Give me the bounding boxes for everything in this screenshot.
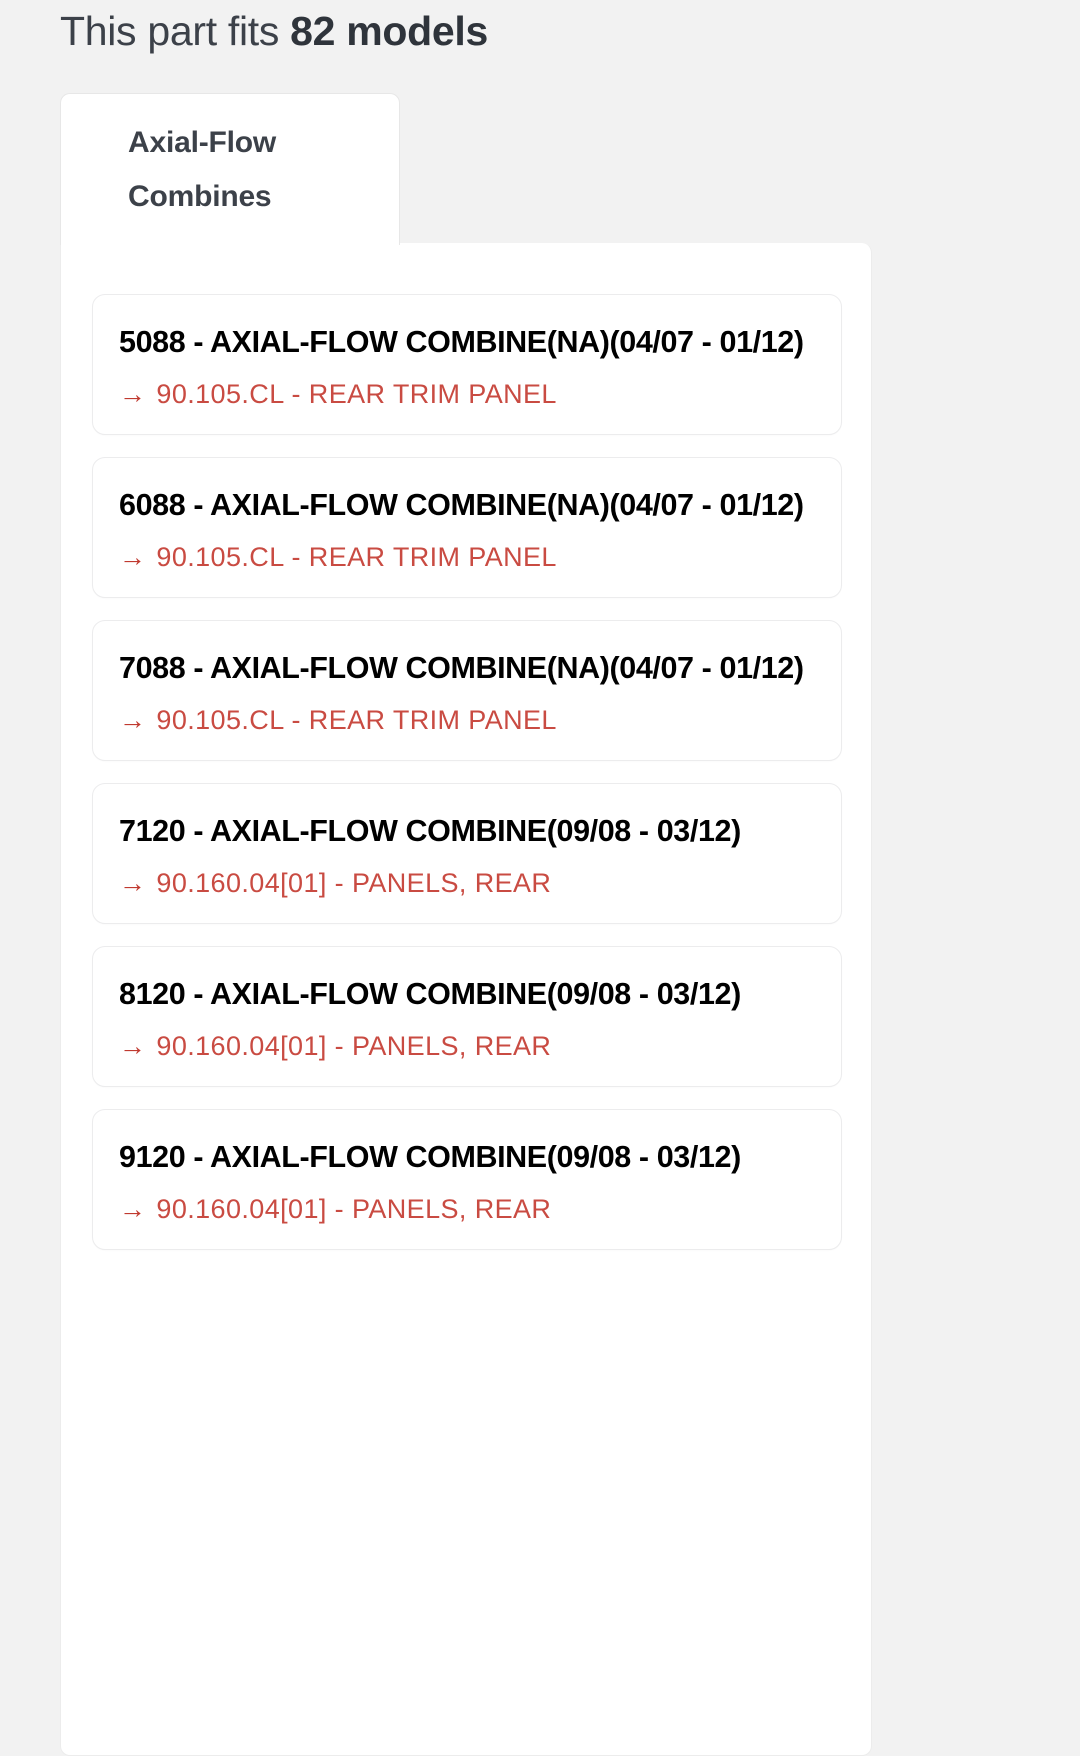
arrow-right-icon: → — [119, 1194, 147, 1224]
model-card[interactable]: 6088 - AXIAL-FLOW COMBINE(NA)(04/07 - 01… — [92, 457, 842, 598]
model-reference-link[interactable]: → 90.160.04[01] - PANELS, REAR — [119, 865, 815, 901]
model-reference-label: 90.160.04[01] - PANELS, REAR — [156, 1194, 552, 1224]
model-reference-link[interactable]: → 90.160.04[01] - PANELS, REAR — [119, 1028, 815, 1064]
tab-axial-flow-combines[interactable]: Axial-Flow Combines — [60, 93, 400, 245]
tab-label: Axial-Flow Combines — [128, 125, 277, 213]
model-card[interactable]: 5088 - AXIAL-FLOW COMBINE(NA)(04/07 - 01… — [92, 294, 842, 435]
model-title: 9120 - AXIAL-FLOW COMBINE(09/08 - 03/12) — [119, 1140, 741, 1174]
arrow-right-icon: → — [119, 1031, 147, 1061]
model-title: 8120 - AXIAL-FLOW COMBINE(09/08 - 03/12) — [119, 977, 741, 1011]
arrow-right-icon: → — [119, 705, 147, 735]
model-reference-link[interactable]: → 90.105.CL - REAR TRIM PANEL — [119, 376, 815, 412]
model-title: 7088 - AXIAL-FLOW COMBINE(NA)(04/07 - 01… — [119, 651, 804, 685]
arrow-right-icon: → — [119, 542, 147, 572]
model-reference-link[interactable]: → 90.160.04[01] - PANELS, REAR — [119, 1191, 815, 1227]
model-card[interactable]: 9120 - AXIAL-FLOW COMBINE(09/08 - 03/12)… — [92, 1109, 842, 1250]
model-reference-label: 90.160.04[01] - PANELS, REAR — [156, 1031, 552, 1061]
model-reference-label: 90.105.CL - REAR TRIM PANEL — [156, 705, 557, 735]
tab-strip: Axial-Flow Combines — [60, 93, 400, 245]
model-title: 5088 - AXIAL-FLOW COMBINE(NA)(04/07 - 01… — [119, 325, 804, 359]
page-title-prefix: This part fits — [60, 8, 291, 54]
model-card[interactable]: 7088 - AXIAL-FLOW COMBINE(NA)(04/07 - 01… — [92, 620, 842, 761]
model-count: 82 models — [290, 8, 489, 54]
model-title: 6088 - AXIAL-FLOW COMBINE(NA)(04/07 - 01… — [119, 488, 804, 522]
arrow-right-icon: → — [119, 868, 147, 898]
model-card[interactable]: 8120 - AXIAL-FLOW COMBINE(09/08 - 03/12)… — [92, 946, 842, 1087]
page-title: This part fits 82 models — [60, 5, 488, 57]
model-reference-label: 90.160.04[01] - PANELS, REAR — [156, 868, 552, 898]
model-card[interactable]: 7120 - AXIAL-FLOW COMBINE(09/08 - 03/12)… — [92, 783, 842, 924]
model-reference-label: 90.105.CL - REAR TRIM PANEL — [156, 542, 557, 572]
arrow-right-icon: → — [119, 379, 147, 409]
model-list: 5088 - AXIAL-FLOW COMBINE(NA)(04/07 - 01… — [92, 294, 842, 1272]
model-reference-link[interactable]: → 90.105.CL - REAR TRIM PANEL — [119, 702, 815, 738]
model-reference-label: 90.105.CL - REAR TRIM PANEL — [156, 379, 557, 409]
model-reference-link[interactable]: → 90.105.CL - REAR TRIM PANEL — [119, 539, 815, 575]
tab-active-seam — [61, 240, 399, 246]
model-title: 7120 - AXIAL-FLOW COMBINE(09/08 - 03/12) — [119, 814, 741, 848]
